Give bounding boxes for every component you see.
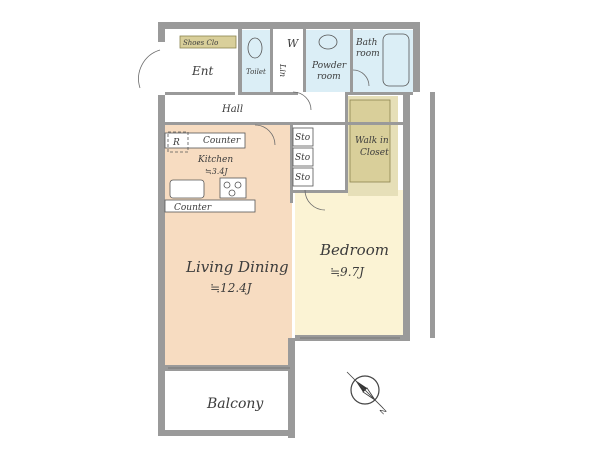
refrigerator-box [167, 131, 189, 153]
shoes-closet-shelf [179, 35, 237, 49]
bathroom-label-1: Bath [355, 38, 377, 48]
toilet-bowl [247, 37, 263, 59]
storage-box-1 [292, 127, 314, 147]
walkin-closet-inner [349, 99, 391, 183]
storage-box-3 [292, 167, 314, 187]
bathroom-label-2: room [356, 49, 380, 59]
kitchen-sink [169, 179, 205, 199]
living-dining-floor [165, 125, 292, 368]
counter-bottom-box [164, 199, 256, 213]
powder-room-label-2: room [317, 72, 341, 82]
toilet-floor [240, 30, 270, 92]
bedroom-label: Bedroom [319, 241, 389, 259]
sink [318, 34, 338, 50]
counter-top-box [164, 132, 246, 149]
storage-box-2 [292, 147, 314, 167]
bathtub [382, 33, 410, 87]
kitchen-area-label: ≒3.4J [205, 167, 228, 176]
washer-label: W [287, 37, 300, 50]
counter-top-label: Counter [203, 136, 241, 146]
walkin-closet-label-1: Walk in [355, 136, 389, 146]
stove [219, 177, 247, 199]
doors [138, 49, 400, 369]
compass-icon: N [346, 371, 389, 417]
hall-label: Hall [221, 104, 243, 115]
refrigerator-label: R [172, 138, 180, 148]
toilet-label: Toilet [246, 68, 266, 76]
counter-bottom-label: Counter [174, 203, 212, 213]
walkin-closet-label-2: Closet [360, 148, 389, 158]
storage-label-3: Sto [295, 173, 311, 183]
bedroom-floor [295, 190, 405, 338]
balcony-label: Balcony [206, 396, 264, 412]
linen-label: Lin [278, 63, 287, 77]
storage-label-2: Sto [295, 153, 311, 163]
shoes-closet-label: Shoes Clo [183, 39, 218, 47]
compass-north-label: N [378, 406, 389, 417]
living-dining-label: Living Dining [185, 258, 289, 276]
kitchen-label: Kitchen [197, 155, 233, 165]
powder-room-label-1: Powder [311, 61, 347, 71]
fixtures [164, 33, 410, 213]
powder-room-floor [305, 30, 352, 92]
entrance-label: Ent [191, 64, 213, 78]
storage-label-1: Sto [295, 133, 311, 143]
bedroom-area-label: ≒9.7J [330, 265, 365, 279]
living-dining-area-label: ≒12.4J [210, 281, 253, 295]
